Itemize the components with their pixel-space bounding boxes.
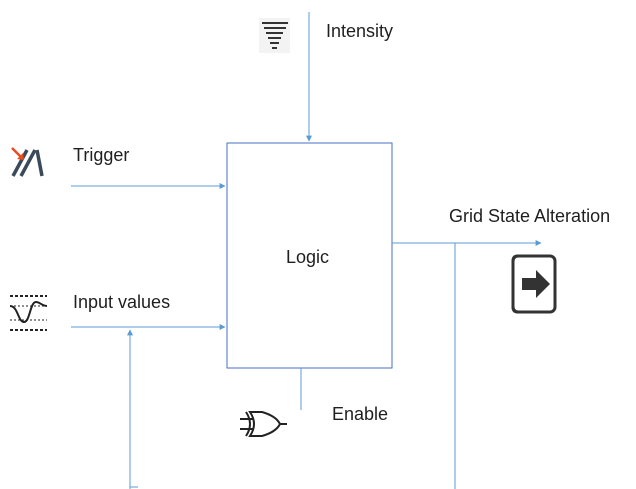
trigger-label: Trigger <box>73 145 130 165</box>
enable-label: Enable <box>332 404 389 424</box>
logic-label: Logic <box>286 247 330 267</box>
exit-icon <box>511 254 557 314</box>
logic-box <box>226 142 393 369</box>
tornado-icon <box>259 18 290 53</box>
xor-gate-icon <box>240 411 287 437</box>
signal-wave-icon <box>9 295 48 331</box>
grid-state-alteration-label: Grid State Alteration <box>449 206 611 226</box>
trigger-icon <box>11 147 44 177</box>
input-values-label: Input values <box>73 292 171 312</box>
intensity-label: Intensity <box>326 21 394 41</box>
